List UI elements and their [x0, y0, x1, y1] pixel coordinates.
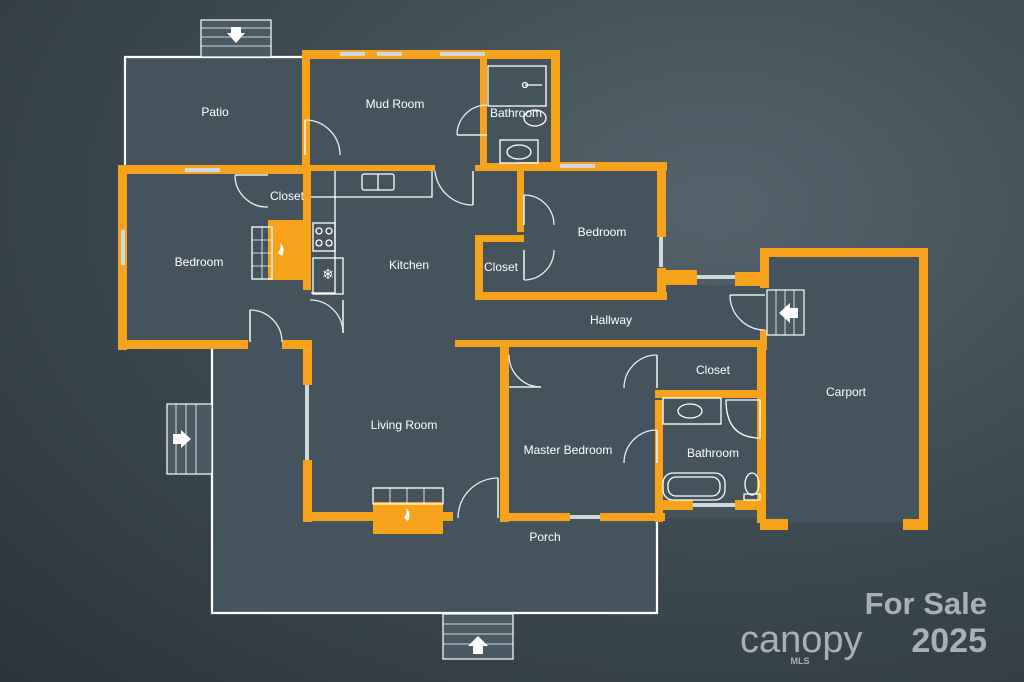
bathroom-lower-fixtures [662, 397, 761, 501]
stair-left[interactable] [166, 403, 213, 475]
canopy-logo-sub: MLS [791, 656, 810, 666]
fixtures: ❄ [251, 65, 761, 521]
room-label-bathroom-upper: Bathroom [490, 106, 542, 120]
stair-right[interactable] [766, 289, 805, 336]
room-label-closet-left: Closet [270, 189, 305, 203]
stair-bottom[interactable] [442, 613, 514, 660]
svg-text:❄: ❄ [322, 267, 334, 283]
walls [118, 50, 928, 534]
stair-arrow-up-icon [468, 636, 488, 654]
room-label-bathroom-lower: Bathroom [687, 446, 739, 460]
room-labels: Patio Mud Room Bathroom Closet Bedroom K… [175, 97, 867, 544]
bathroom-upper-fixtures [487, 65, 547, 164]
room-label-carport: Carport [826, 385, 867, 399]
stair-arrow-down-icon [227, 27, 245, 43]
room-label-hallway: Hallway [590, 313, 632, 327]
room-label-kitchen: Kitchen [389, 258, 429, 272]
doors [234, 104, 766, 519]
bathtub-icon [662, 472, 726, 501]
room-label-porch: Porch [529, 530, 560, 544]
room-label-closet-middle: Closet [484, 260, 519, 274]
stair-arrow-left-icon [779, 303, 798, 323]
room-label-bedroom-right: Bedroom [578, 225, 627, 239]
branding: For Sale canopy MLS 2025 [740, 586, 987, 666]
windows [121, 52, 735, 519]
room-label-living-room: Living Room [371, 418, 438, 432]
sink-icon [361, 173, 395, 191]
room-label-patio: Patio [201, 105, 229, 119]
canopy-logo: canopy [740, 619, 863, 661]
room-label-master-bedroom: Master Bedroom [524, 443, 613, 457]
stair-top[interactable] [200, 19, 272, 58]
fireplace-icon [251, 226, 284, 280]
floors [125, 57, 925, 613]
year-text: 2025 [911, 622, 987, 660]
room-label-mud-room: Mud Room [366, 97, 425, 111]
fridge-icon: ❄ [312, 257, 344, 295]
room-label-bedroom-left: Bedroom [175, 255, 224, 269]
fireplace-icon [372, 487, 444, 521]
stair-arrow-right-icon [173, 430, 191, 448]
toilet-icon [743, 472, 761, 501]
stairs [166, 19, 805, 660]
for-sale-text: For Sale [865, 586, 987, 621]
room-label-closet-right: Closet [696, 363, 731, 377]
stove-icon [312, 222, 336, 252]
